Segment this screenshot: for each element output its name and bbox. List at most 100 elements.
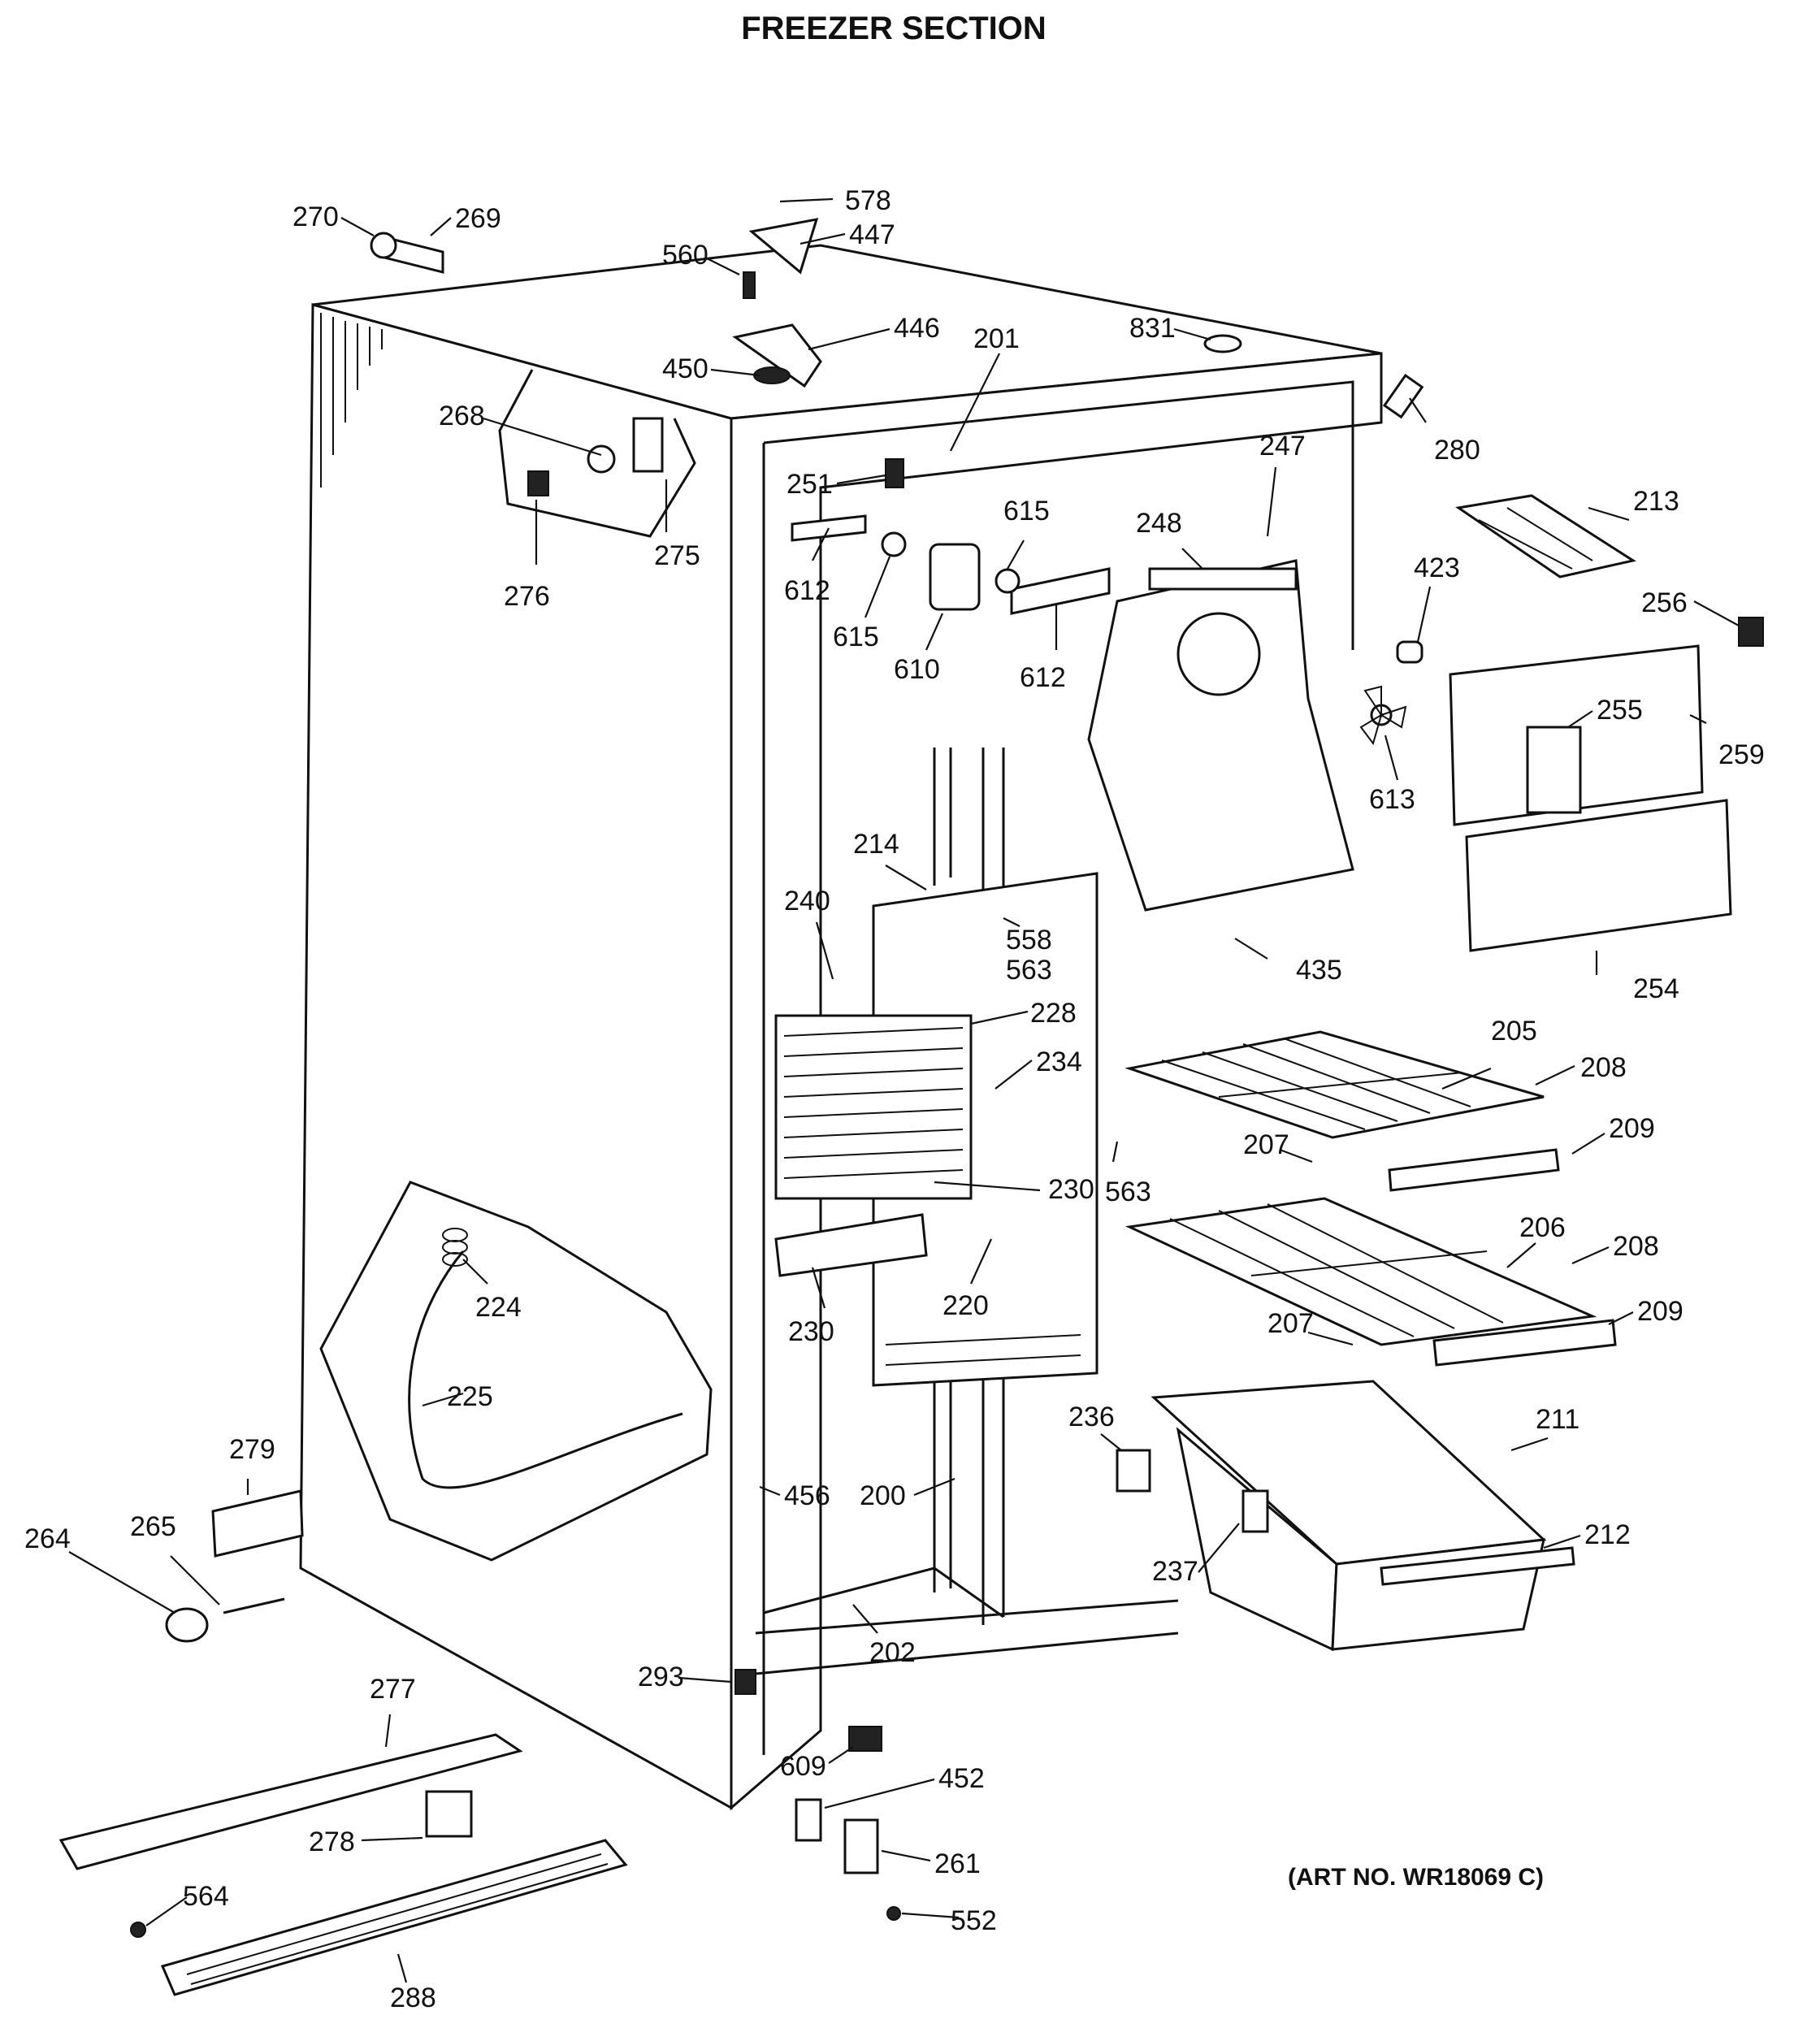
- callout-224: 224: [475, 1292, 522, 1323]
- wire-shelf-205: [1124, 1030, 1545, 1139]
- callout-213: 213: [1633, 486, 1679, 517]
- hinge-cap-447: [748, 218, 819, 275]
- callout-247: 247: [1259, 431, 1306, 462]
- callout-268: 268: [439, 401, 485, 431]
- callout-446: 446: [894, 313, 940, 344]
- callout-209-lower: 209: [1637, 1296, 1684, 1327]
- callout-240: 240: [784, 886, 830, 916]
- plug-831: [1203, 334, 1242, 353]
- callout-205: 205: [1491, 1016, 1537, 1046]
- callout-560: 560: [662, 240, 708, 271]
- clip-256: [1738, 617, 1764, 647]
- callout-259: 259: [1718, 739, 1765, 770]
- callout-211: 211: [1536, 1404, 1580, 1435]
- callout-831: 831: [1129, 313, 1176, 344]
- callout-558: 558: [1006, 925, 1052, 956]
- callout-278: 278: [309, 1826, 355, 1857]
- fan-bracket-247: [1087, 559, 1354, 912]
- callout-207-upper: 207: [1243, 1129, 1289, 1160]
- callout-228: 228: [1030, 998, 1077, 1029]
- bracket-278: [425, 1790, 473, 1838]
- callout-564: 564: [183, 1881, 229, 1912]
- callout-230-right: 230: [1048, 1174, 1094, 1205]
- roller-264-265: [165, 1597, 285, 1643]
- callout-202: 202: [869, 1637, 916, 1668]
- callout-200: 200: [860, 1480, 906, 1511]
- callout-615-right: 615: [1003, 496, 1050, 526]
- callout-612-left: 612: [784, 575, 830, 606]
- callout-214: 214: [853, 829, 899, 860]
- callout-279: 279: [229, 1434, 275, 1465]
- defrost-heater-230: [774, 1213, 928, 1277]
- drain-panel-225: [319, 1181, 713, 1562]
- callout-277: 277: [370, 1674, 416, 1705]
- ice-bin-support-259: [1449, 644, 1704, 826]
- leader-lines: [68, 197, 1740, 1983]
- callout-615-left: 615: [833, 622, 879, 652]
- evaporator-coil-228: [774, 1014, 973, 1200]
- callout-265: 265: [130, 1511, 176, 1542]
- callout-280: 280: [1434, 435, 1480, 466]
- callout-563-lower: 563: [1105, 1176, 1151, 1207]
- callout-236: 236: [1068, 1402, 1115, 1432]
- callout-251: 251: [786, 469, 833, 500]
- support-280: [1382, 374, 1424, 419]
- clip-236-237: [1116, 1449, 1269, 1533]
- callout-225: 225: [447, 1381, 493, 1412]
- pin-269-270: [370, 232, 444, 274]
- callout-552: 552: [951, 1905, 997, 1936]
- callout-208-upper: 208: [1580, 1052, 1627, 1083]
- screw-560: [743, 271, 756, 299]
- screw-564: [130, 1922, 146, 1938]
- ice-bucket-254: [1465, 799, 1732, 952]
- callout-450: 450: [662, 353, 708, 384]
- wire-shelf-206: [1124, 1197, 1597, 1346]
- shelf-trim-209-upper: [1388, 1148, 1560, 1192]
- callout-248: 248: [1136, 508, 1182, 539]
- callout-609: 609: [780, 1751, 826, 1782]
- callout-264: 264: [24, 1523, 71, 1554]
- fan-motor-423: [1396, 640, 1424, 664]
- callout-610: 610: [894, 654, 940, 685]
- callout-237: 237: [1152, 1556, 1198, 1587]
- callout-208-lower: 208: [1613, 1231, 1659, 1262]
- callout-423: 423: [1414, 552, 1460, 583]
- hinge-261-452-609: [795, 1726, 901, 1921]
- callout-293: 293: [638, 1662, 684, 1692]
- fan-blade-613: [1359, 685, 1407, 746]
- callout-612-right: 612: [1020, 662, 1066, 693]
- callout-447: 447: [849, 219, 895, 250]
- toe-grille-288: [160, 1839, 628, 1996]
- callout-452: 452: [938, 1763, 985, 1794]
- ice-tray-213: [1455, 494, 1636, 578]
- callout-261: 261: [934, 1848, 981, 1879]
- control-parts-610-612-615: [791, 458, 1111, 615]
- art-number: (ART NO. WR18069 C): [1288, 1864, 1544, 1891]
- callout-276: 276: [504, 581, 550, 612]
- callout-220: 220: [942, 1290, 989, 1321]
- callout-207-lower: 207: [1268, 1308, 1314, 1339]
- callout-206: 206: [1519, 1212, 1566, 1243]
- callout-212: 212: [1584, 1519, 1631, 1550]
- callout-269: 269: [455, 203, 501, 234]
- section-title: FREEZER SECTION: [741, 11, 1046, 46]
- callout-209-upper: 209: [1609, 1113, 1655, 1144]
- callout-234: 234: [1036, 1046, 1082, 1077]
- callout-labels: 270 269 578 447 560 446 450 201 831 280 …: [24, 185, 1765, 2013]
- toe-grille-bracket-277: [58, 1733, 523, 1870]
- callout-270: 270: [292, 202, 339, 232]
- basket-211: [1150, 1380, 1575, 1652]
- callout-254: 254: [1633, 973, 1679, 1004]
- callout-201: 201: [973, 323, 1020, 354]
- callout-578: 578: [845, 185, 891, 216]
- callout-563-upper: 563: [1006, 955, 1052, 986]
- callout-230-left: 230: [788, 1316, 834, 1347]
- callout-456: 456: [784, 1480, 830, 1511]
- callout-255: 255: [1597, 695, 1643, 726]
- callout-288: 288: [390, 1982, 436, 2013]
- callout-613: 613: [1369, 784, 1415, 815]
- leveler-293: [734, 1669, 756, 1695]
- callout-256: 256: [1641, 587, 1688, 618]
- callout-435: 435: [1296, 955, 1342, 986]
